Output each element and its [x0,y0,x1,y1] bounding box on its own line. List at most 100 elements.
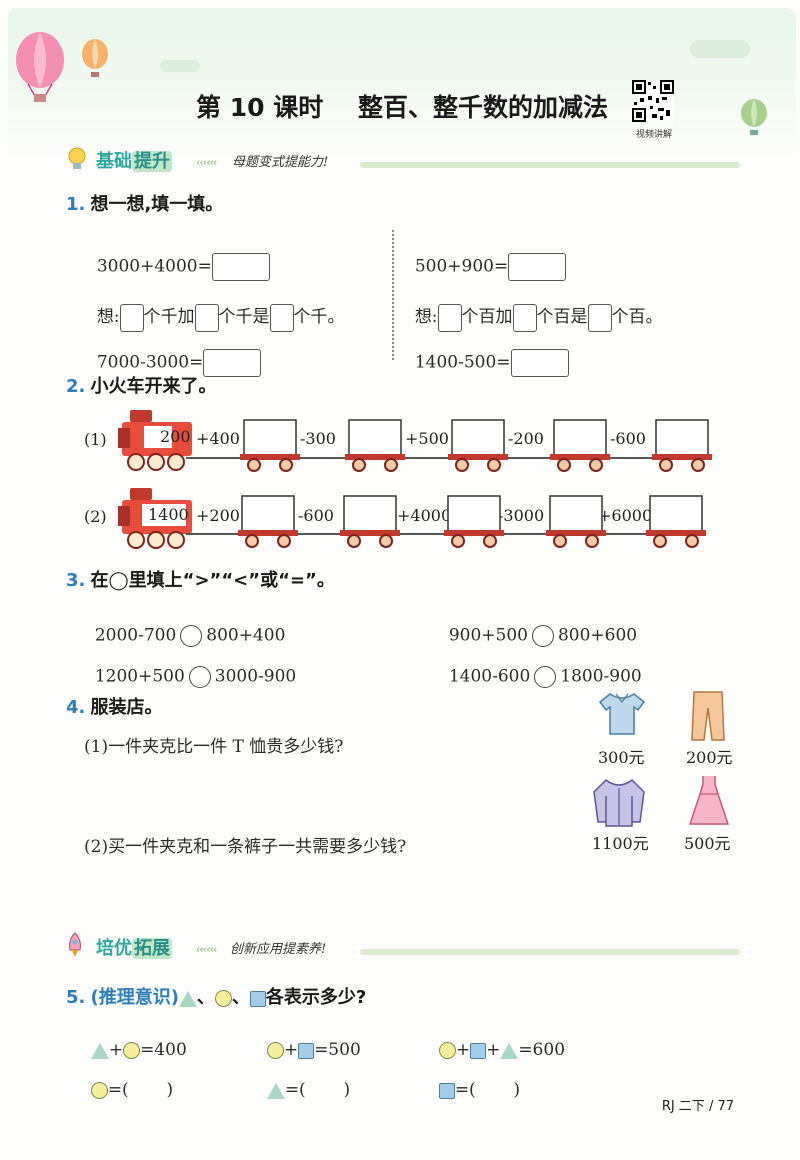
train-car-answer[interactable] [240,418,300,474]
q5-answer-circle[interactable]: =( ) [80,1060,173,1100]
answer-open: =( [107,1080,129,1100]
triangle-icon [266,1082,285,1099]
train-car-answer[interactable] [444,494,504,550]
q4-sub-question-2: (2)买一件夹克和一条裤子一共需要多少钱? [84,837,407,857]
equation-text: =400 [140,1040,187,1060]
page-title: 第 10 课时 整百、整千数的加减法 [196,93,609,122]
answer-box[interactable] [211,253,270,281]
q1-right-equation-1: 500+900= [404,233,567,281]
compare-right-expr: 800+600 [557,625,638,646]
equation-text: 7000-3000= [96,352,204,373]
compare-circle[interactable] [180,625,203,647]
train-car-answer[interactable] [646,494,706,550]
page-number: RJ 二下 / 77 [661,1099,734,1114]
answer-close: ) [343,1080,351,1100]
q4-sub-question-1: (1)一件夹克比一件 T 恤贵多少钱? [84,737,344,757]
train-car-answer[interactable] [550,418,610,474]
question-number: 4. [66,697,86,718]
answer-box[interactable] [587,303,612,332]
section-title-advanced: 培优拓展 [96,934,172,960]
section-title-part: 基础 [96,151,132,172]
train-operation: -200 [508,429,544,448]
circle-icon [438,1042,456,1059]
answer-box[interactable] [508,253,567,281]
train-car-answer[interactable] [652,418,712,474]
tshirt-icon [598,693,646,735]
train-car-answer[interactable] [345,418,405,474]
train-operation: -600 [610,429,646,448]
equation-text: =500 [314,1040,361,1060]
compare-left-expr: 1200+500 [94,666,185,687]
train-car-answer[interactable] [546,494,606,550]
train-operation: -600 [298,506,334,525]
train-operation: +6000 [598,506,653,525]
compare-right-expr: 1800-900 [560,666,642,687]
compare-left-expr: 900+500 [448,625,528,646]
circle-icon [123,1042,141,1059]
train-operation: +200 [196,506,240,525]
question-number: 1. [66,194,86,215]
question-number: 5. [66,987,86,1008]
think-text: 个百是 [536,307,588,327]
train-operation: -300 [300,429,336,448]
triangle-icon [90,1042,109,1059]
equation-text: 3000+4000= [96,256,212,277]
train-operation: +500 [405,429,449,448]
equation-text: 500+900= [414,256,509,277]
section-divider [360,949,740,955]
circle-icon [214,990,232,1007]
dress-icon [688,776,730,825]
train-car-answer[interactable] [448,418,508,474]
q5-answer-square[interactable]: =( ) [428,1060,520,1100]
answer-box[interactable] [512,303,537,332]
q5-equation-3: ++=600 [428,1020,565,1060]
answer-box[interactable] [119,303,144,332]
question-text: 服装店。 [90,697,163,718]
square-icon [438,1082,455,1099]
question-number: 3. [66,570,86,591]
compare-circle[interactable] [534,666,557,688]
q5-answer-triangle[interactable]: =( ) [256,1060,350,1100]
section-title-highlight: 提升 [132,151,172,172]
square-icon [298,1042,315,1059]
compare-row: 1400-600 1800-900 [438,646,642,688]
square-icon [249,990,266,1007]
qr-code-icon[interactable] [632,80,674,122]
hot-air-balloon-icon [82,39,108,77]
hot-air-balloon-icon [741,99,767,135]
compare-left-expr: 1400-600 [448,666,531,687]
question-tag: (推理意识) [90,987,179,1008]
price-label: 1100元 [592,834,649,853]
answer-box[interactable] [269,303,294,332]
q1-left-equation-1: 3000+4000= [86,233,270,281]
section-subtitle: 母题变式提能力! [232,155,329,170]
train-1-label: (1) [84,430,107,449]
compare-circle[interactable] [188,666,211,688]
price-label: 300元 [598,748,645,767]
question-3-heading: 3. 在◯里填上“>”“<”或“=”。 [66,566,335,592]
cloud-decoration [160,60,200,72]
answer-box[interactable] [510,349,569,377]
answer-box[interactable] [203,349,262,377]
question-text: 各表示多少? [265,987,367,1008]
rocket-icon [69,932,81,957]
train-car-answer[interactable] [238,494,298,550]
lightbulb-icon [68,147,86,169]
answer-open: =( [454,1080,476,1100]
equation-text: 1400-500= [414,352,511,373]
compare-right-expr: 800+400 [206,625,286,646]
train-operation: -3000 [498,506,545,525]
think-text: 个千是 [218,307,270,327]
answer-box[interactable] [437,303,462,332]
section-dots: ‹‹‹‹‹‹ [196,943,217,956]
price-label: 200元 [686,748,733,767]
q1-right-equation-2: 1400-500= [404,329,569,377]
compare-right-expr: 3000-900 [214,666,297,687]
train-car-answer[interactable] [340,494,400,550]
section-title-highlight: 拓展 [132,938,172,959]
answer-box[interactable] [194,303,219,332]
compare-circle[interactable] [531,625,554,647]
section-title-basic: 基础提升 [96,147,172,173]
think-text: 个千加 [143,307,195,327]
question-text: 、 [231,987,250,1008]
